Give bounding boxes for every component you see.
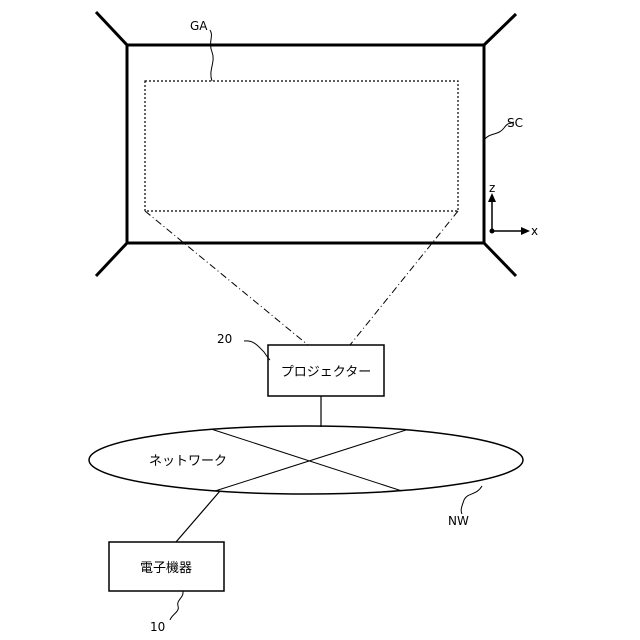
screen-frame — [127, 45, 484, 243]
nw-label: NW — [448, 514, 469, 528]
screen-leg-bottom-left — [96, 243, 127, 276]
screen-leg-top-right — [484, 14, 516, 45]
projector-ref-leader — [244, 341, 270, 360]
device-ref-label: 10 — [150, 620, 165, 634]
electronic-device-label: 電子機器 — [140, 561, 192, 576]
x-axis-arrowhead — [521, 227, 530, 235]
ga-label: GA — [190, 19, 208, 33]
network-cross-line-a — [211, 429, 402, 491]
projection-ray-right — [350, 211, 458, 345]
screen-sc — [96, 12, 516, 276]
network-label: ネットワーク — [149, 454, 227, 469]
device-ref-leader — [170, 591, 183, 620]
axis-origin-dot — [490, 229, 495, 234]
nw-leader-line — [461, 486, 482, 514]
screen-leg-top-left — [96, 12, 127, 45]
screen-leg-bottom-right — [484, 243, 516, 276]
projection-area-ga — [145, 81, 458, 211]
sc-label: SC — [507, 116, 523, 130]
coordinate-axes — [488, 193, 530, 235]
projection-ray-left — [145, 211, 308, 345]
projector-ref-label: 20 — [217, 332, 232, 346]
z-axis-label: z — [489, 181, 495, 195]
ga-leader-line — [210, 30, 213, 81]
network-device-link — [176, 491, 220, 542]
x-axis-label: x — [531, 224, 538, 238]
projector-label: プロジェクター — [281, 365, 371, 380]
